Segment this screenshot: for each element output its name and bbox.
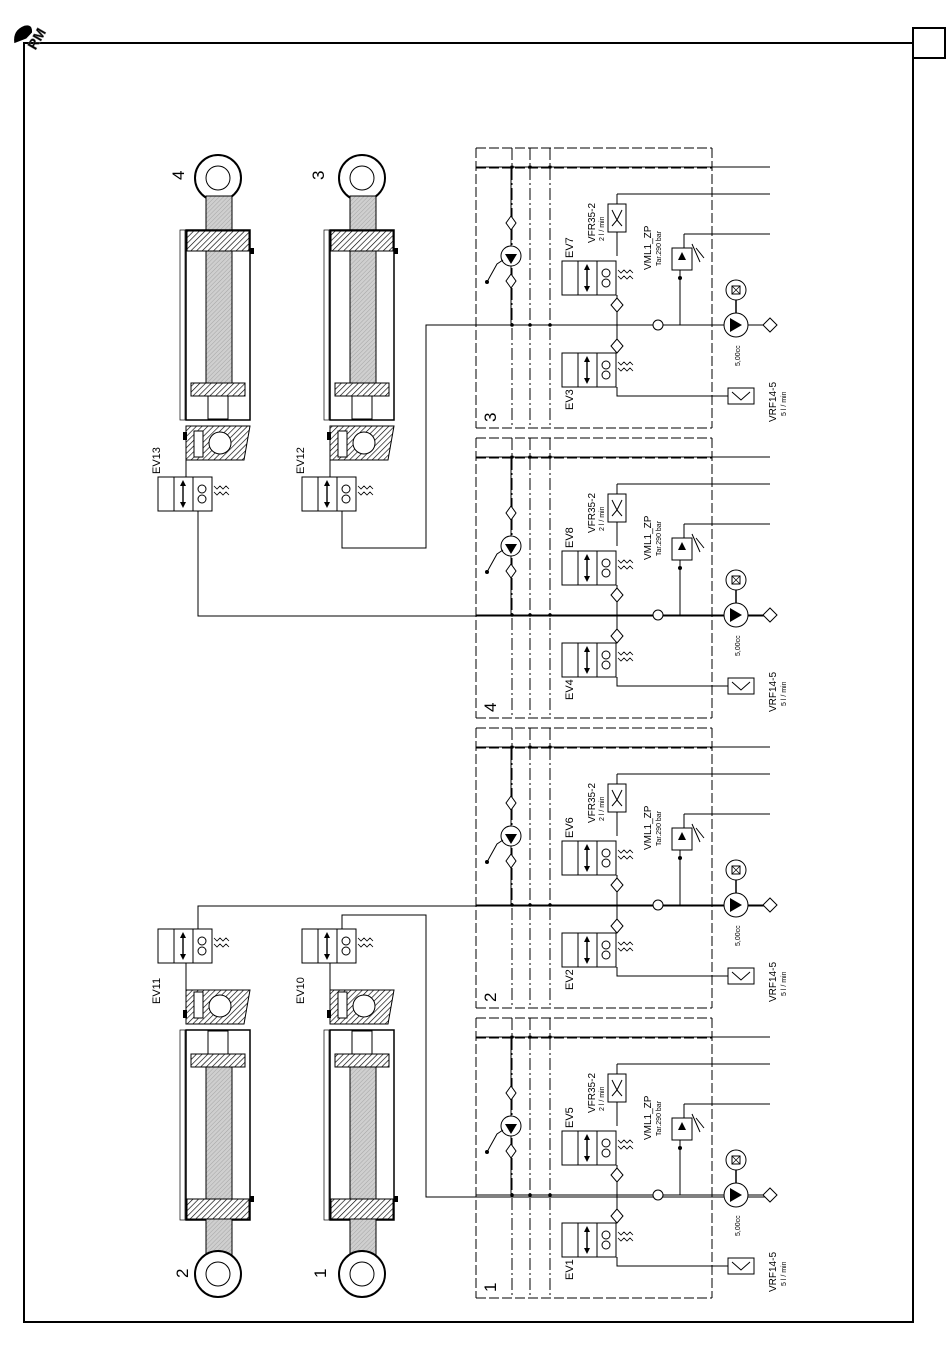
flow-regulator-rate: 2 l / min [599, 216, 606, 241]
upper-valve-label: EV8 [564, 527, 576, 548]
flow-regulator-rate: 2 l / min [599, 1086, 606, 1111]
restrictor-label: VRF14-5 [768, 962, 779, 1002]
module-number: 1 [481, 1283, 500, 1292]
cylinder-3-number: 3 [309, 171, 328, 180]
cylinder-4: 4 [169, 154, 254, 461]
flow-regulator-label: VFR35-2 [587, 783, 598, 823]
lower-valve-label: EV3 [564, 389, 576, 410]
pump-displacement: 5,00cc [735, 925, 742, 946]
cylinder-1: 1 [311, 989, 398, 1298]
max-valve-setting: Tar.290 bar [656, 810, 663, 846]
flow-regulator-label: VFR35-2 [587, 1073, 598, 1113]
module-number: 4 [481, 703, 500, 712]
restrictor-rate: 5 l / min [781, 971, 788, 996]
upper-valve-label: EV5 [564, 1107, 576, 1128]
upper-valve-label: EV7 [564, 237, 576, 258]
cylinder-3: 3 [309, 154, 398, 461]
cylinder-2: 2 [173, 989, 254, 1298]
cylinder-2-number: 2 [173, 1269, 192, 1278]
upper-valve-label: EV6 [564, 817, 576, 838]
module-number: 2 [481, 993, 500, 1002]
valve-ev12: EV12 [295, 447, 374, 512]
max-valve-label: VML1_ZP [643, 1095, 654, 1140]
restrictor-rate: 5 l / min [781, 1261, 788, 1286]
valve-ev11-label: EV11 [151, 978, 163, 1004]
flow-regulator-rate: 2 l / min [599, 796, 606, 821]
cylinder-pipes [185, 324, 770, 1198]
module-number: 3 [481, 413, 500, 422]
valve-ev10-label: EV10 [295, 977, 307, 1004]
page-frame [23, 42, 914, 1323]
max-valve-setting: Tar.290 bar [656, 1100, 663, 1136]
max-valve-label: VML1_ZP [643, 225, 654, 270]
valve-ev10: EV10 [295, 928, 374, 1004]
restrictor-label: VRF14-5 [768, 382, 779, 422]
restrictor-label: VRF14-5 [768, 1252, 779, 1292]
flow-regulator-rate: 2 l / min [599, 506, 606, 531]
lower-valve-label: EV2 [564, 969, 576, 990]
pump-displacement: 5,00cc [735, 635, 742, 656]
valve-ev12-label: EV12 [295, 447, 307, 474]
max-valve-setting: Tar.290 bar [656, 520, 663, 556]
max-valve-label: VML1_ZP [643, 805, 654, 850]
corner-box [912, 27, 946, 59]
valve-ev13: EV13 [151, 447, 230, 512]
flow-regulator-label: VFR35-2 [587, 493, 598, 533]
lower-valve-label: EV4 [564, 679, 576, 700]
valve-ev11: EV11 [151, 928, 230, 1004]
cylinder-1-number: 1 [311, 1269, 330, 1278]
cylinder-4-number: 4 [169, 171, 188, 180]
max-valve-label: VML1_ZP [643, 515, 654, 560]
lower-valve-label: EV1 [564, 1259, 576, 1280]
flow-regulator-label: VFR35-2 [587, 203, 598, 243]
valve-ev13-label: EV13 [151, 447, 163, 474]
company-logo: RM [14, 25, 49, 52]
restrictor-rate: 5 l / min [781, 391, 788, 416]
restrictor-label: VRF14-5 [768, 672, 779, 712]
max-valve-setting: Tar.290 bar [656, 230, 663, 266]
restrictor-rate: 5 l / min [781, 681, 788, 706]
pump-displacement: 5,00cc [735, 1215, 742, 1236]
pump-displacement: 5,00cc [735, 345, 742, 366]
